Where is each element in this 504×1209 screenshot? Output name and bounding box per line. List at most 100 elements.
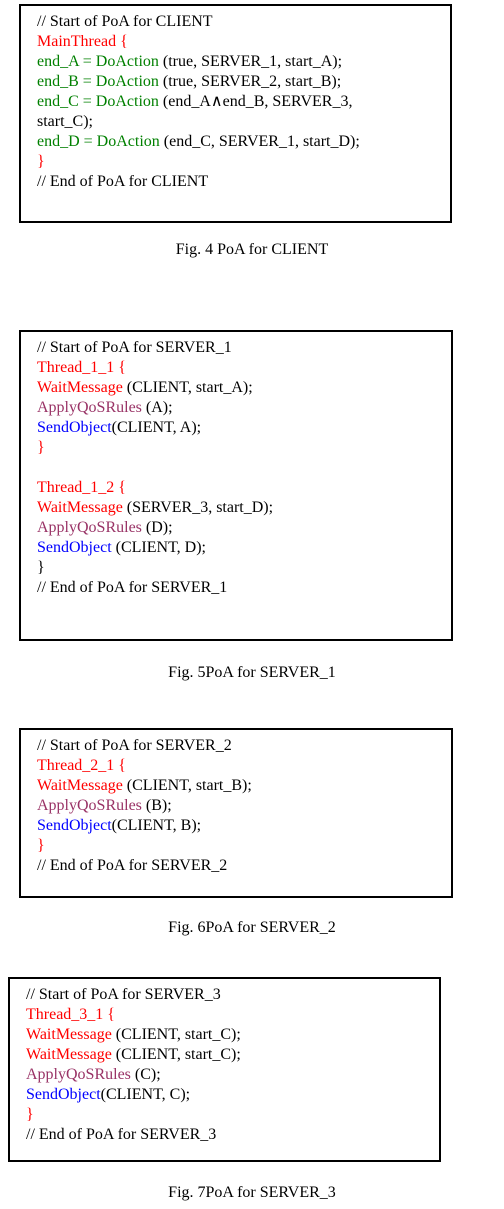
code-token: (CLIENT, D); bbox=[111, 539, 206, 556]
code-token: } bbox=[37, 559, 45, 576]
code-line: WaitMessage (CLIENT, start_C); bbox=[26, 1045, 431, 1065]
code-token: WaitMessage bbox=[37, 379, 123, 396]
code-line: SendObject(CLIENT, C); bbox=[26, 1085, 431, 1105]
code-token: (CLIENT, start_B); bbox=[122, 777, 252, 794]
code-token: start_C); bbox=[37, 113, 93, 130]
code-token: // End of PoA for SERVER_2 bbox=[37, 857, 228, 874]
code-token: Thread_1_2 { bbox=[37, 479, 126, 496]
code-token: end_B = DoAction bbox=[37, 73, 159, 90]
code-token: end_A = DoAction bbox=[37, 53, 159, 70]
code-token: (C); bbox=[130, 1066, 161, 1083]
code-token: WaitMessage bbox=[37, 499, 123, 516]
code-line: } bbox=[37, 558, 443, 578]
code-line: ApplyQoSRules (B); bbox=[37, 796, 443, 816]
figure-caption-server-2: Fig. 6PoA for SERVER_2 bbox=[168, 919, 336, 936]
code-token: SendObject bbox=[37, 817, 112, 834]
code-token: // Start of PoA for SERVER_2 bbox=[37, 737, 232, 754]
code-token: } bbox=[37, 837, 45, 854]
code-token: (end_C, SERVER_1, start_D); bbox=[159, 133, 360, 150]
code-line: MainThread { bbox=[37, 32, 442, 52]
code-token: ApplyQoSRules bbox=[37, 519, 142, 536]
code-line: // End of PoA for SERVER_1 bbox=[37, 578, 443, 598]
code-token: (CLIENT, A); bbox=[111, 419, 202, 436]
code-token: // End of PoA for SERVER_1 bbox=[37, 579, 228, 596]
code-token: (true, SERVER_2, start_B); bbox=[158, 73, 342, 90]
code-token: (CLIENT, start_C); bbox=[111, 1026, 241, 1043]
code-line: } bbox=[37, 438, 443, 458]
code-token: // Start of PoA for SERVER_3 bbox=[26, 986, 221, 1003]
code-token: (CLIENT, start_C); bbox=[111, 1046, 241, 1063]
code-line: SendObject(CLIENT, B); bbox=[37, 816, 443, 836]
code-token: } bbox=[26, 1106, 34, 1123]
code-token: (D); bbox=[141, 519, 173, 536]
code-token: SendObject bbox=[37, 419, 112, 436]
code-line: Thread_2_1 { bbox=[37, 756, 443, 776]
code-token: WaitMessage bbox=[26, 1026, 112, 1043]
code-token: (CLIENT, C); bbox=[100, 1086, 191, 1103]
code-line: SendObject(CLIENT, A); bbox=[37, 418, 443, 438]
code-token: Thread_2_1 { bbox=[37, 757, 126, 774]
code-line: // Start of PoA for SERVER_2 bbox=[37, 736, 443, 756]
code-token: // End of PoA for CLIENT bbox=[37, 173, 209, 190]
code-line: SendObject (CLIENT, D); bbox=[37, 538, 443, 558]
code-token: ApplyQoSRules bbox=[37, 797, 142, 814]
code-line: start_C); bbox=[37, 112, 442, 132]
code-line: } bbox=[37, 836, 443, 856]
code-token: } bbox=[37, 439, 45, 456]
code-token: Thread_1_1 { bbox=[37, 359, 126, 376]
code-token: // Start of PoA for CLIENT bbox=[37, 13, 213, 30]
code-token: Thread_3_1 { bbox=[26, 1006, 115, 1023]
code-line: end_A = DoAction (true, SERVER_1, start_… bbox=[37, 52, 442, 72]
code-line: // End of PoA for SERVER_3 bbox=[26, 1125, 431, 1145]
code-token: ApplyQoSRules bbox=[26, 1066, 131, 1083]
code-token: // Start of PoA for SERVER_1 bbox=[37, 339, 232, 356]
code-line: end_B = DoAction (true, SERVER_2, start_… bbox=[37, 72, 442, 92]
code-token: WaitMessage bbox=[37, 777, 123, 794]
code-line bbox=[37, 458, 443, 478]
code-line: Thread_1_2 { bbox=[37, 478, 443, 498]
code-line: WaitMessage (SERVER_3, start_D); bbox=[37, 498, 443, 518]
code-token: ApplyQoSRules bbox=[37, 399, 142, 416]
code-line: } bbox=[26, 1105, 431, 1125]
code-token: (SERVER_3, start_D); bbox=[122, 499, 274, 516]
code-token: (A); bbox=[141, 399, 173, 416]
code-line: // Start of PoA for SERVER_3 bbox=[26, 985, 431, 1005]
code-token: WaitMessage bbox=[26, 1046, 112, 1063]
code-line: // End of PoA for CLIENT bbox=[37, 172, 442, 192]
code-lines: // Start of PoA for CLIENT MainThread { en… bbox=[37, 12, 442, 192]
figure-caption-client: Fig. 4 PoA for CLIENT bbox=[175, 241, 329, 258]
code-token: (end_A∧end_B, SERVER_3, bbox=[158, 93, 353, 110]
code-token: SendObject bbox=[37, 539, 112, 556]
code-line: Thread_3_1 { bbox=[26, 1005, 431, 1025]
code-token: (CLIENT, start_A); bbox=[122, 379, 253, 396]
code-box-client: // Start of PoA for CLIENT MainThread { en… bbox=[19, 4, 452, 223]
code-line: WaitMessage (CLIENT, start_A); bbox=[37, 378, 443, 398]
code-line: Thread_1_1 { bbox=[37, 358, 443, 378]
code-line: WaitMessage (CLIENT, start_C); bbox=[26, 1025, 431, 1045]
code-line: WaitMessage (CLIENT, start_B); bbox=[37, 776, 443, 796]
code-token: end_D = DoAction bbox=[37, 133, 160, 150]
code-token: end_C = DoAction bbox=[37, 93, 159, 110]
code-line: ApplyQoSRules (A); bbox=[37, 398, 443, 418]
code-token: (CLIENT, B); bbox=[111, 817, 202, 834]
code-token: (true, SERVER_1, start_A); bbox=[158, 53, 343, 70]
figure-caption-server-3: Fig. 7PoA for SERVER_3 bbox=[168, 1184, 336, 1201]
code-line: } bbox=[37, 152, 442, 172]
code-token: MainThread { bbox=[37, 33, 128, 50]
code-line: ApplyQoSRules (D); bbox=[37, 518, 443, 538]
code-line: ApplyQoSRules (C); bbox=[26, 1065, 431, 1085]
code-token: (B); bbox=[141, 797, 172, 814]
code-token: } bbox=[37, 153, 45, 170]
code-line: end_D = DoAction (end_C, SERVER_1, start… bbox=[37, 132, 442, 152]
code-token: SendObject bbox=[26, 1086, 101, 1103]
code-token: // End of PoA for SERVER_3 bbox=[26, 1126, 217, 1143]
code-line: // End of PoA for SERVER_2 bbox=[37, 856, 443, 876]
code-line: // Start of PoA for SERVER_1 bbox=[37, 338, 443, 358]
figure-caption-server-1: Fig. 5PoA for SERVER_1 bbox=[168, 664, 336, 681]
